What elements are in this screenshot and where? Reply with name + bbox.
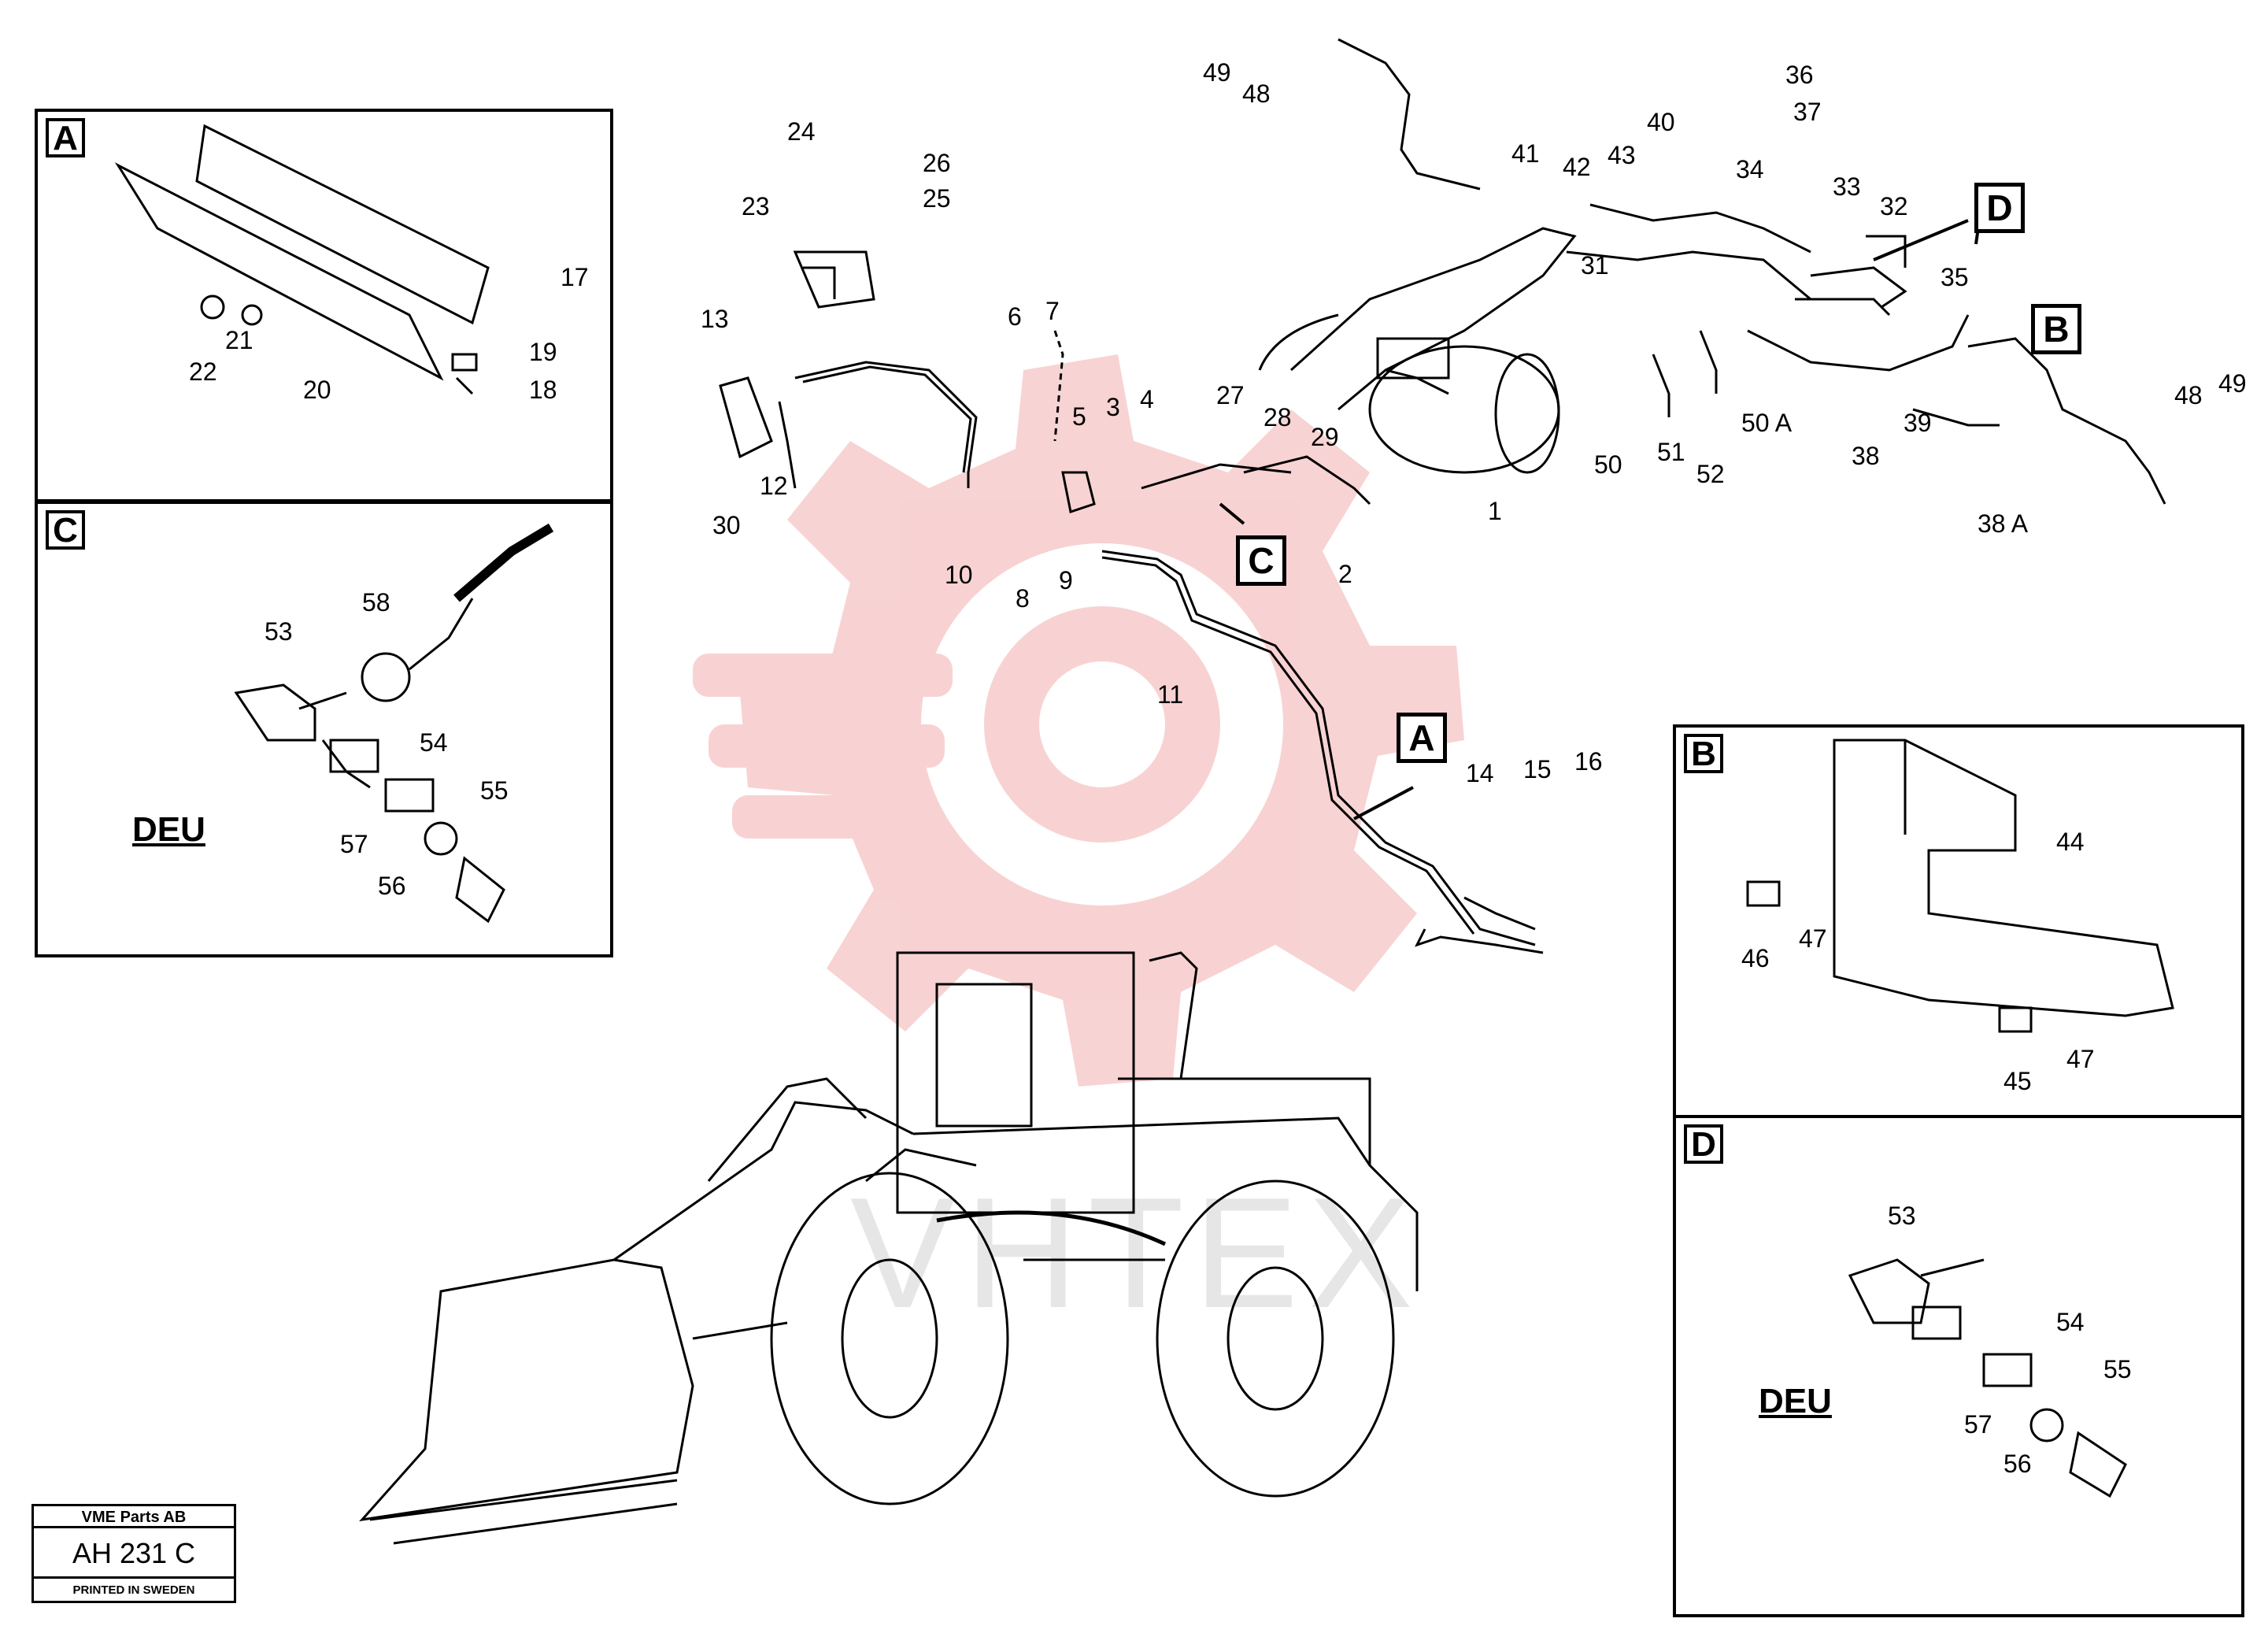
callout-c: C	[1236, 535, 1286, 586]
part-label: 2	[1338, 560, 1352, 588]
part-label: 57	[1964, 1410, 1992, 1439]
part-label: 16	[1574, 747, 1603, 776]
part-label: 15	[1523, 755, 1552, 783]
part-label: 49	[1203, 58, 1231, 87]
part-label: 6	[1008, 302, 1022, 331]
svg-text:VHTEX: VHTEX	[850, 1165, 1423, 1341]
part-label: 17	[561, 263, 589, 291]
part-label: 41	[1511, 139, 1540, 168]
panel-c-artwork	[234, 523, 554, 924]
callout-a: A	[1397, 713, 1447, 763]
part-label: 26	[923, 149, 951, 177]
stamp-printed: PRINTED IN SWEDEN	[72, 1583, 195, 1597]
part-label: 54	[2056, 1308, 2085, 1336]
part-label: 53	[265, 617, 293, 646]
part-label: 44	[2056, 828, 2085, 856]
part-label: 36	[1785, 61, 1814, 89]
part-label: 23	[742, 192, 770, 220]
part-label: 47	[1799, 924, 1827, 953]
part-label: 55	[480, 776, 509, 805]
part-label: 55	[2103, 1355, 2132, 1383]
stamp-code: AH 231 C	[34, 1528, 234, 1579]
detail-panel-a: A	[35, 109, 613, 502]
part-label: 34	[1736, 155, 1764, 183]
part-label: 28	[1263, 403, 1292, 431]
part-label: 47	[2066, 1045, 2095, 1073]
part-label: 42	[1563, 153, 1591, 181]
part-label: 3	[1106, 393, 1120, 421]
title-stamp: VME Parts AB AH 231 C PRINTED IN SWEDEN	[31, 1504, 236, 1603]
panel-d-deu-label: DEU	[1759, 1382, 1832, 1420]
part-label: 58	[362, 588, 390, 617]
part-label: 13	[701, 305, 729, 333]
panel-d-artwork	[1848, 1258, 2127, 1498]
part-label: 52	[1696, 460, 1725, 488]
part-label: 50	[1594, 450, 1622, 479]
panel-c-deu-label: DEU	[132, 810, 205, 849]
part-label: 1	[1488, 497, 1502, 525]
part-label: 24	[787, 117, 816, 146]
part-label: 49	[2218, 369, 2247, 398]
part-label: 10	[945, 561, 973, 589]
part-label: 25	[923, 184, 951, 213]
detail-panel-d: D DEU	[1673, 1115, 2244, 1617]
part-label: 39	[1904, 409, 1932, 437]
part-label: 56	[2003, 1450, 2032, 1478]
part-label: 48	[1242, 80, 1271, 108]
part-label: 45	[2003, 1067, 2032, 1095]
part-label: 4	[1140, 385, 1154, 413]
part-label: 43	[1608, 141, 1636, 169]
part-label: 14	[1466, 759, 1494, 787]
part-label: 53	[1888, 1202, 1916, 1230]
part-label: 38 A	[1978, 509, 2029, 538]
part-label: 5	[1072, 402, 1086, 431]
part-label: 27	[1216, 381, 1245, 409]
part-label: 37	[1793, 98, 1822, 126]
part-label: 18	[529, 376, 557, 404]
part-label: 31	[1581, 251, 1609, 280]
part-label: 51	[1657, 438, 1685, 466]
panel-a-artwork	[114, 124, 490, 395]
part-label: 21	[225, 326, 253, 354]
part-label: 33	[1833, 172, 1861, 201]
callout-b: B	[2031, 304, 2081, 354]
part-label: 35	[1941, 263, 1969, 291]
part-label: 30	[712, 511, 741, 539]
panel-c-letter: C	[46, 510, 85, 550]
detail-panel-b: B	[1673, 724, 2244, 1118]
part-label: 20	[303, 376, 331, 404]
part-label: 8	[1016, 584, 1030, 613]
panel-b-letter: B	[1684, 734, 1723, 773]
watermark-gear-icon	[693, 354, 1464, 1087]
part-label: 57	[340, 830, 368, 858]
part-label: 29	[1311, 423, 1339, 451]
part-label: 50 A	[1741, 409, 1793, 437]
panel-b-artwork	[1746, 739, 2174, 1033]
part-label: 38	[1852, 442, 1880, 470]
part-label: 46	[1741, 944, 1770, 972]
part-label: 9	[1059, 566, 1073, 594]
part-label: 32	[1880, 192, 1908, 220]
panel-d-letter: D	[1684, 1124, 1723, 1164]
part-label: 11	[1157, 680, 1184, 709]
part-label: 54	[420, 728, 448, 757]
part-label: 56	[378, 872, 406, 900]
stamp-company: VME Parts AB	[34, 1506, 234, 1528]
panel-a-letter: A	[46, 118, 85, 157]
part-label: 12	[760, 472, 788, 500]
part-label: 19	[529, 338, 557, 366]
callout-d: D	[1974, 183, 2025, 233]
part-label: 40	[1647, 108, 1675, 136]
part-label: 22	[189, 357, 217, 386]
part-label: 48	[2174, 381, 2203, 409]
part-label: 7	[1045, 297, 1060, 325]
detail-panel-c: C DEU	[35, 501, 613, 957]
